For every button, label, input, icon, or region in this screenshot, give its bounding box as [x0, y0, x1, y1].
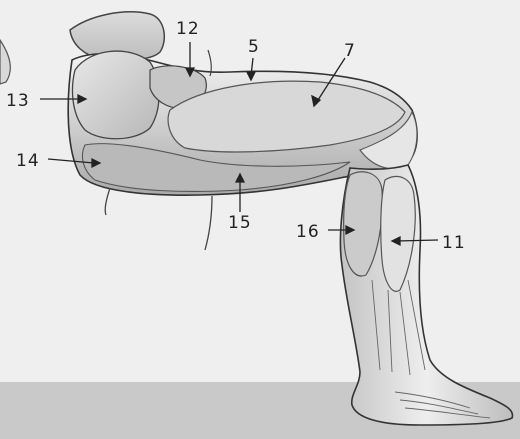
label-12: 12 [176, 19, 200, 39]
label-16: 16 [296, 222, 320, 242]
label-11: 11 [442, 233, 466, 253]
gluteus-muscle [72, 51, 159, 139]
label-14: 14 [16, 151, 40, 171]
label-7: 7 [344, 41, 356, 61]
label-13: 13 [6, 91, 30, 111]
label-15: 15 [228, 213, 252, 233]
skin-line-1 [105, 188, 110, 215]
label-5: 5 [248, 37, 260, 57]
skin-line-2 [205, 196, 212, 250]
arm-fragment [0, 40, 10, 84]
